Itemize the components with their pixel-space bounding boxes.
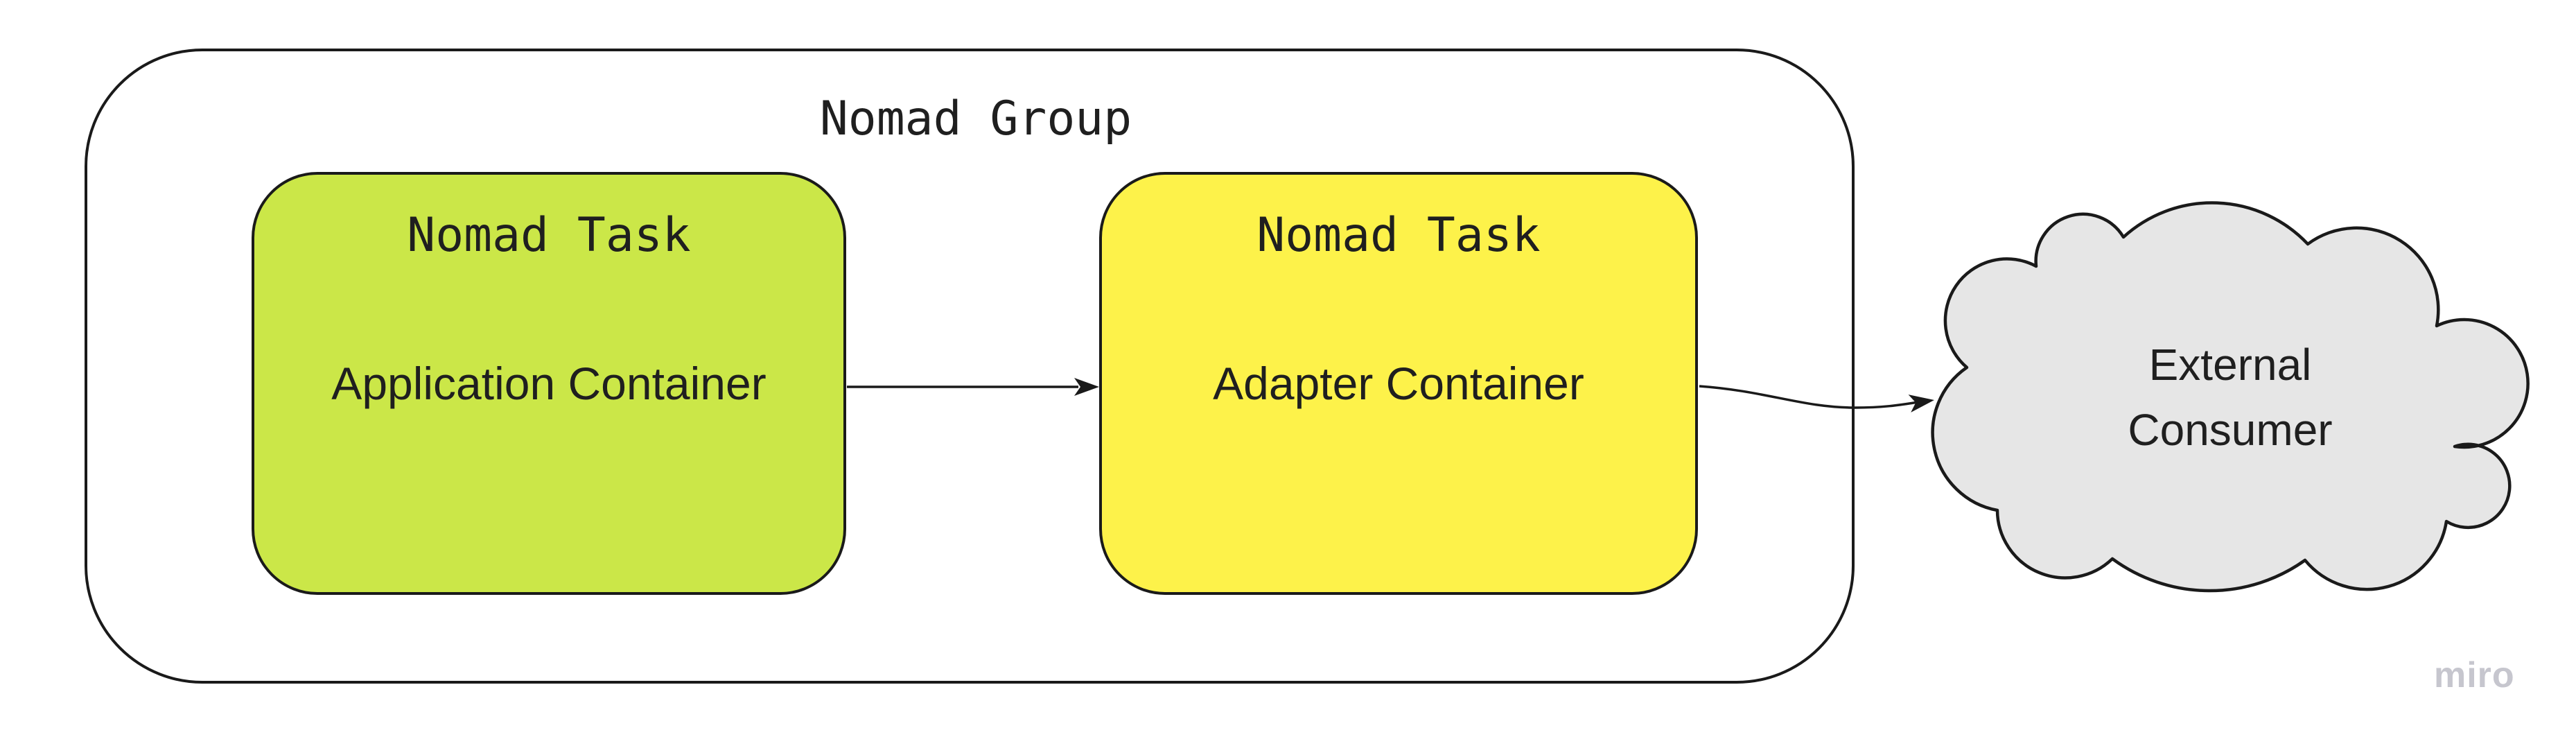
miro-watermark: miro bbox=[2434, 655, 2515, 695]
nomad-group-title: Nomad Group bbox=[819, 92, 1132, 146]
task-title: Nomad Task bbox=[407, 208, 691, 263]
connector-app-to-adapter[interactable] bbox=[847, 378, 1099, 396]
connector-adapter-to-consumer[interactable] bbox=[1699, 385, 1934, 413]
external-consumer-label: External Consumer bbox=[2128, 332, 2332, 462]
external-consumer-line2: Consumer bbox=[2128, 405, 2333, 455]
adapter-container-label: Adapter Container bbox=[1213, 358, 1584, 409]
nomad-task-adapter-box[interactable]: Nomad Task Adapter Container bbox=[1099, 172, 1698, 595]
external-consumer-cloud-shape[interactable] bbox=[1931, 201, 2530, 593]
arrowhead-icon bbox=[1074, 378, 1099, 396]
task-title: Nomad Task bbox=[1256, 208, 1541, 263]
nomad-task-application-box[interactable]: Nomad Task Application Container bbox=[252, 172, 846, 595]
external-consumer-line1: External bbox=[2148, 340, 2312, 390]
arrowhead-icon bbox=[1908, 394, 1934, 413]
application-container-label: Application Container bbox=[331, 358, 766, 409]
